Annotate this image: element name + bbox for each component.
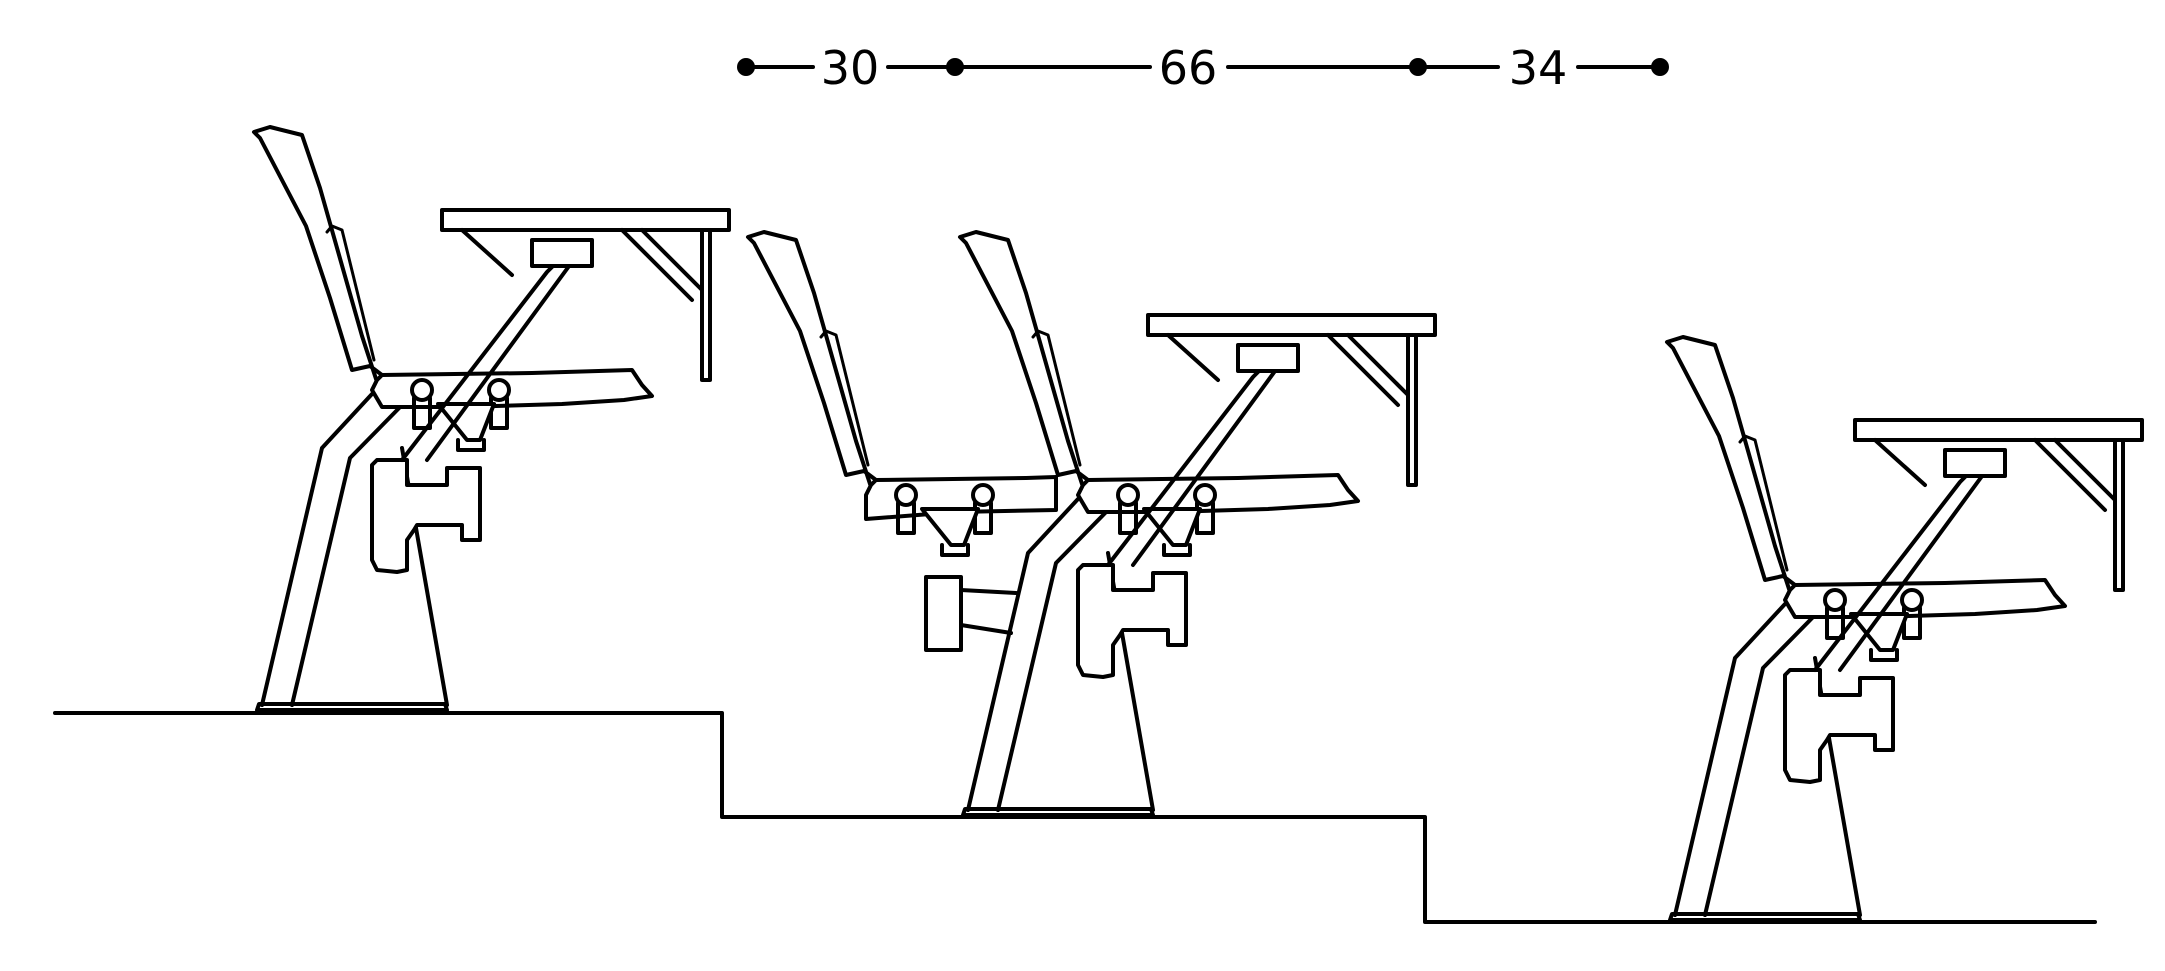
dimension-label-3: 34 (1509, 41, 1568, 95)
seat-unit-2-folded-seat (746, 230, 1058, 652)
dimension-tick-2 (946, 58, 964, 76)
dimension-label-2: 66 (1159, 41, 1218, 95)
dimension-line: 30 66 34 (737, 41, 1669, 95)
seat-unit-2 (958, 230, 1437, 817)
dimension-tick-3 (1409, 58, 1427, 76)
dimension-tick-1 (737, 58, 755, 76)
dimension-tick-4 (1651, 58, 1669, 76)
seat-unit-3 (1665, 335, 2144, 922)
stepped-floor (53, 711, 2097, 924)
dimension-label-1: 30 (821, 41, 880, 95)
seat-unit-1 (252, 125, 731, 712)
